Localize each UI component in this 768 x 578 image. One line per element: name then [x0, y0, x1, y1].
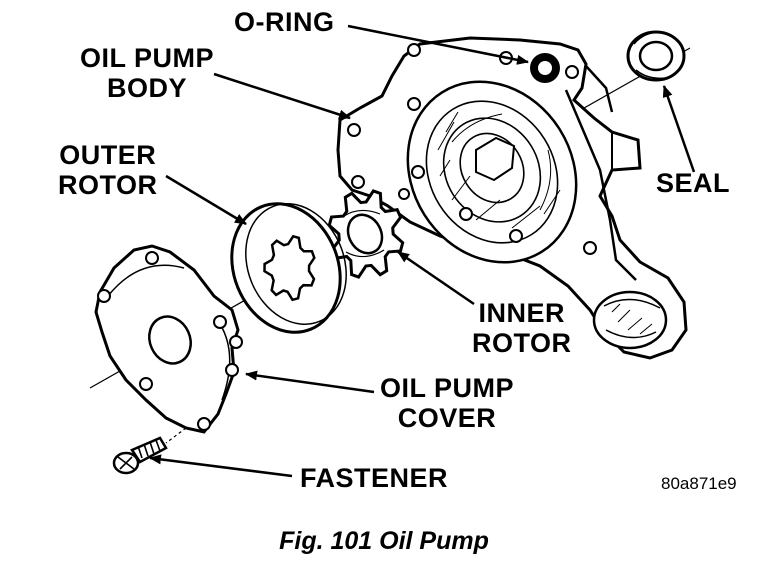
label-oil-pump-cover-line1: OIL PUMP — [380, 373, 515, 403]
fastener-leader — [149, 454, 293, 478]
oil-pump-cover — [94, 244, 243, 434]
oil-pump-body-leader — [213, 72, 351, 120]
cover-bolt-hole — [225, 363, 239, 377]
body-bolt-hole — [583, 241, 597, 255]
label-inner-rotor-line1: INNER — [478, 298, 566, 328]
leader-arrows — [149, 24, 696, 478]
inner-rotor-leader — [397, 250, 475, 306]
oil-pump-body — [336, 36, 688, 360]
label-oil-pump-cover: OIL PUMP COVER — [380, 373, 514, 433]
body-bolt-hole — [407, 43, 421, 57]
label-seal-text: SEAL — [656, 168, 731, 198]
o-ring-leader — [347, 24, 529, 65]
body-bolt-hole — [398, 188, 410, 200]
cover-bolt-hole — [145, 251, 159, 265]
body-bolt-hole — [411, 165, 425, 179]
figure-caption: Fig. 101 Oil Pump — [279, 527, 489, 555]
o-ring — [530, 53, 560, 83]
body-bolt-hole — [407, 97, 421, 111]
outer-rotor-leader — [165, 174, 247, 226]
label-o-ring: O-RING — [234, 7, 335, 37]
label-oil-pump-cover-line2: COVER — [397, 403, 497, 433]
cover-bolt-hole — [139, 377, 153, 391]
body-bolt-hole — [351, 175, 365, 189]
outer-rotor — [230, 202, 347, 334]
label-outer-rotor-line1: OUTER — [59, 140, 157, 170]
label-oil-pump-body-line2: BODY — [107, 73, 188, 103]
label-oil-pump-body: OIL PUMP BODY — [80, 43, 214, 103]
fastener — [112, 427, 187, 475]
oil-pump-cover-leader — [245, 370, 375, 394]
figure-reference-code: 80a871e9 — [661, 474, 737, 493]
label-inner-rotor-line2: ROTOR — [472, 328, 572, 358]
relief-valve-boss — [592, 290, 668, 350]
cover-bolt-hole — [229, 335, 243, 349]
cover-bolt-hole — [213, 315, 227, 329]
label-inner-rotor: INNER ROTOR — [472, 298, 572, 358]
label-seal: SEAL — [656, 168, 730, 198]
body-bolt-hole — [565, 65, 579, 79]
cover-center-hole — [148, 315, 192, 365]
seal-leader — [662, 85, 696, 173]
cover-bolt-hole — [197, 417, 211, 431]
body-bolt-hole — [459, 207, 473, 221]
label-fastener: FASTENER — [300, 463, 448, 493]
label-outer-rotor-line2: ROTOR — [58, 170, 158, 200]
body-bolt-hole — [347, 123, 361, 137]
cover-bolt-hole — [97, 289, 111, 303]
label-outer-rotor: OUTER ROTOR — [58, 140, 158, 200]
label-oil-pump-body-line1: OIL PUMP — [80, 43, 215, 73]
label-o-ring-text: O-RING — [234, 7, 335, 37]
body-bolt-hole — [509, 229, 523, 243]
crankshaft-bore — [475, 136, 516, 182]
seal — [626, 30, 686, 82]
label-fastener-text: FASTENER — [300, 463, 449, 493]
